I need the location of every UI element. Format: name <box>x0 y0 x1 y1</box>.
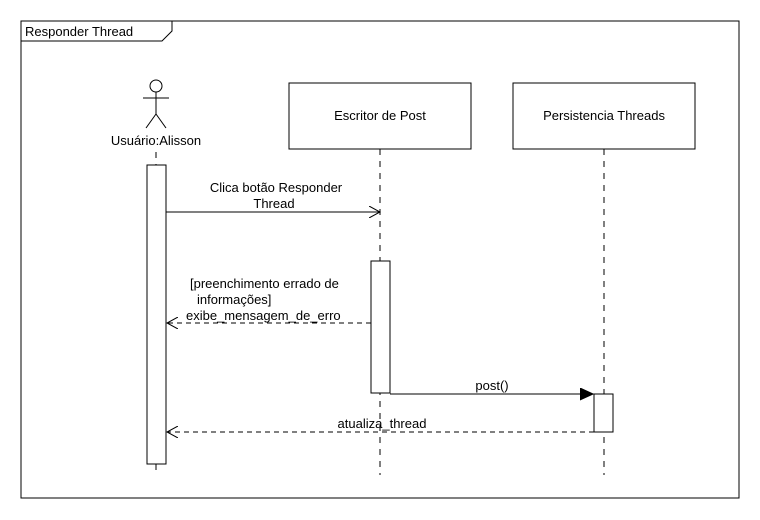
message-label-clica-line2: Thread <box>253 196 294 211</box>
participant-box-escritor <box>288 82 472 150</box>
message-label-post: post() <box>475 378 508 393</box>
actor-figure <box>143 79 169 129</box>
participant-label-persistencia: Persistencia Threads <box>543 108 665 123</box>
participant-box-persistencia <box>512 82 696 150</box>
frame-title: Responder Thread <box>25 24 133 39</box>
activation-escritor <box>370 260 391 394</box>
activation-actor <box>146 164 167 465</box>
message-label-atualiza: atualiza_thread <box>338 416 427 431</box>
frame-title-tab <box>21 21 173 42</box>
frame-border <box>20 20 740 499</box>
message-label-clica-line1: Clica botão Responder <box>210 180 343 195</box>
message-guard-line1: [preenchimento errado de <box>190 276 339 291</box>
message-label-erro: exibe_mensagem_de_erro <box>186 308 341 323</box>
message-guard-line2: informações] <box>197 292 271 307</box>
participant-label-escritor: Escritor de Post <box>334 108 426 123</box>
activation-persistencia <box>593 393 614 433</box>
actor-label: Usuário:Alisson <box>111 133 201 148</box>
